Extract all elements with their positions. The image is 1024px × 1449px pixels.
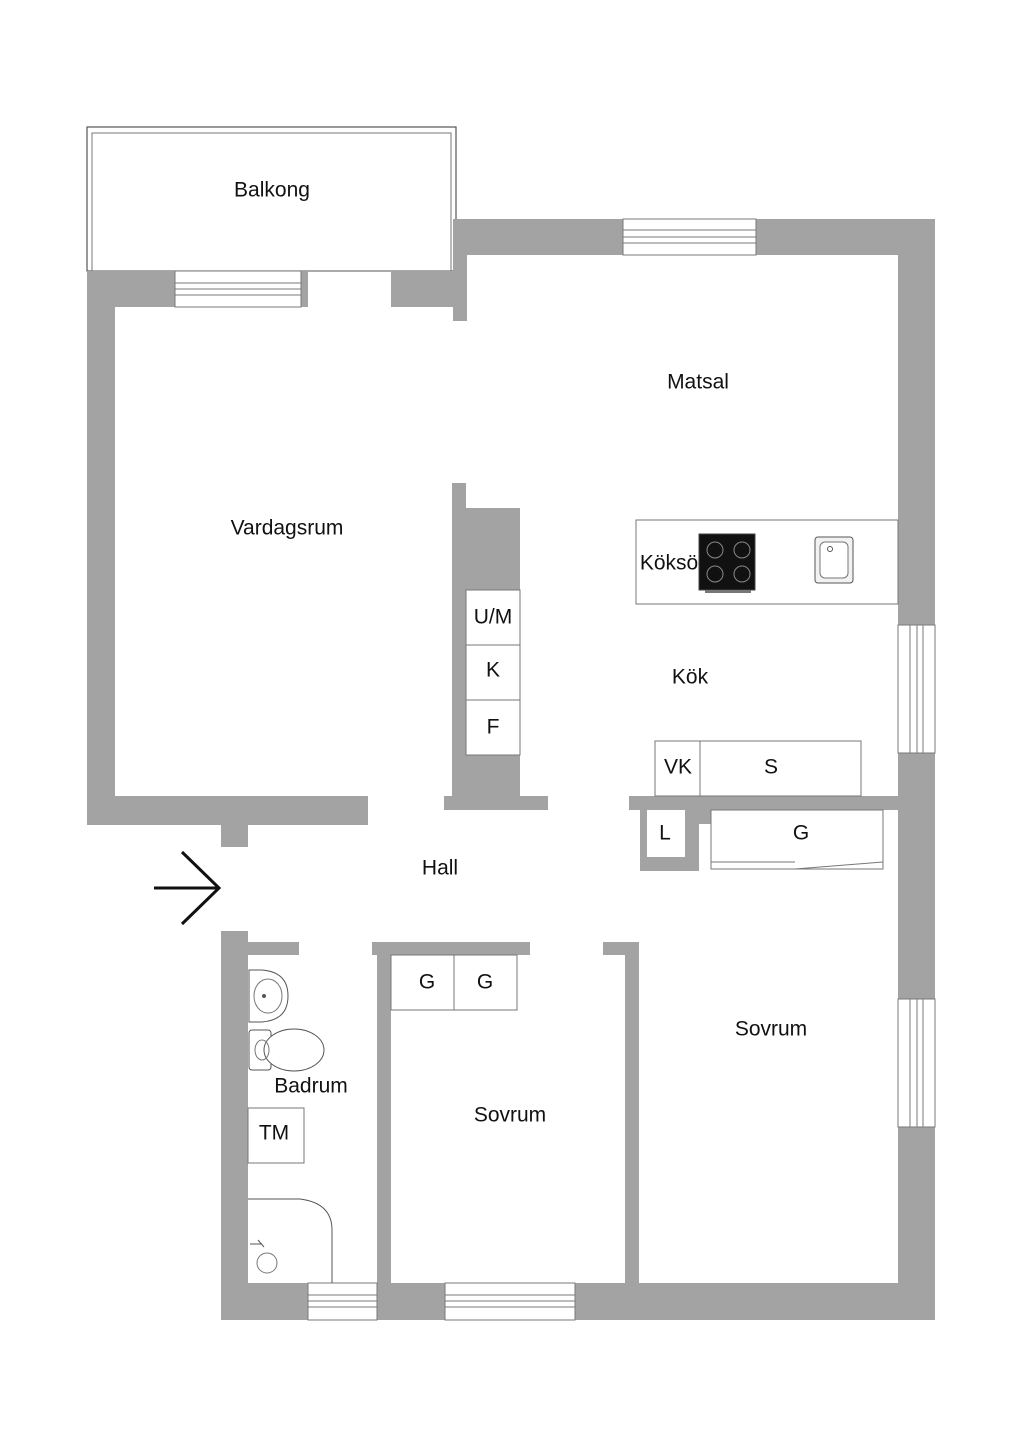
entrance-arrow-icon bbox=[154, 850, 222, 926]
kitchen-counter bbox=[654, 740, 862, 797]
room-label-matsal: Matsal bbox=[667, 371, 729, 394]
room-label-vardagsrum: Vardagsrum bbox=[231, 517, 344, 540]
kitchen-sink-icon bbox=[814, 536, 854, 584]
room-label-kok: Kök bbox=[672, 666, 709, 689]
room-label-badrum: Badrum bbox=[274, 1075, 348, 1098]
kitchen-island bbox=[635, 519, 899, 605]
fixture-label-um: U/M bbox=[474, 606, 513, 629]
room-label-hall: Hall bbox=[422, 857, 458, 880]
shower-icon bbox=[248, 1198, 333, 1283]
washing-machine bbox=[247, 1107, 305, 1164]
fixture-label-vk: VK bbox=[664, 756, 692, 779]
storage-column bbox=[465, 589, 521, 756]
toilet-icon bbox=[248, 1028, 325, 1072]
fixture-label-kokso: Köksö bbox=[640, 552, 698, 575]
walls bbox=[87, 219, 935, 1320]
fixture-label-f: F bbox=[487, 716, 500, 739]
fixture-label-k: K bbox=[486, 659, 500, 682]
hall-closets bbox=[710, 809, 884, 870]
washbasin-icon bbox=[248, 969, 289, 1023]
fixture-label-l: L bbox=[659, 822, 671, 845]
bedroom-closets bbox=[390, 954, 518, 1011]
balcony bbox=[86, 126, 457, 272]
fixture-label-g-closet-2: G bbox=[477, 971, 493, 994]
stove-icon bbox=[698, 533, 756, 593]
fixture-label-g-closet-1: G bbox=[419, 971, 435, 994]
room-label-sovrum-small: Sovrum bbox=[474, 1104, 546, 1127]
room-label-balkong: Balkong bbox=[234, 179, 310, 202]
fixture-label-s: S bbox=[764, 756, 778, 779]
fixture-label-tm: TM bbox=[259, 1122, 289, 1145]
fixture-label-g-kitchen: G bbox=[793, 822, 809, 845]
room-label-sovrum-large: Sovrum bbox=[735, 1018, 807, 1041]
windows bbox=[174, 218, 936, 1321]
